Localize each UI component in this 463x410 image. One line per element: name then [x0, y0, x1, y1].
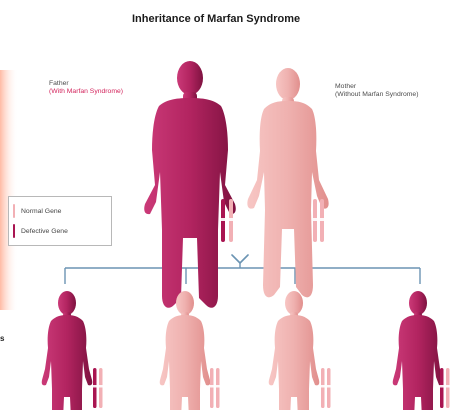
- father-figure: [144, 61, 236, 308]
- child-3-chromosomes: [321, 368, 331, 408]
- normal-gene-swatch: [13, 204, 15, 218]
- mother-label: Mother (Without Marfan Syndrome): [335, 83, 418, 99]
- gene-legend: Normal Gene Defective Gene: [8, 196, 112, 246]
- mother-figure: [247, 68, 328, 297]
- defective-gene-swatch: [13, 224, 15, 238]
- child-1-chromosomes: [93, 368, 103, 408]
- child-4-chromosomes: [440, 368, 450, 408]
- child-2-figure: [160, 291, 211, 410]
- child-1-figure: [42, 291, 93, 410]
- child-4-figure: [393, 291, 444, 410]
- father-label: Father (With Marfan Syndrome): [49, 80, 123, 96]
- left-crop-artifact: [0, 70, 18, 310]
- left-edge-text: s: [0, 334, 4, 343]
- child-2-chromosomes: [210, 368, 220, 408]
- mother-chromosomes: [313, 199, 324, 242]
- connector-lines: [65, 255, 420, 284]
- page-title: Inheritance of Marfan Syndrome: [132, 13, 300, 25]
- father-label-subtitle: (With Marfan Syndrome): [49, 88, 123, 96]
- child-3-figure: [269, 291, 320, 410]
- legend-defective-row: Defective Gene: [13, 224, 68, 238]
- legend-normal-label: Normal Gene: [21, 208, 61, 215]
- father-label-title: Father: [49, 80, 123, 88]
- legend-normal-row: Normal Gene: [13, 204, 61, 218]
- legend-defective-label: Defective Gene: [21, 228, 68, 235]
- mother-label-title: Mother: [335, 83, 418, 91]
- mother-label-subtitle: (Without Marfan Syndrome): [335, 91, 418, 99]
